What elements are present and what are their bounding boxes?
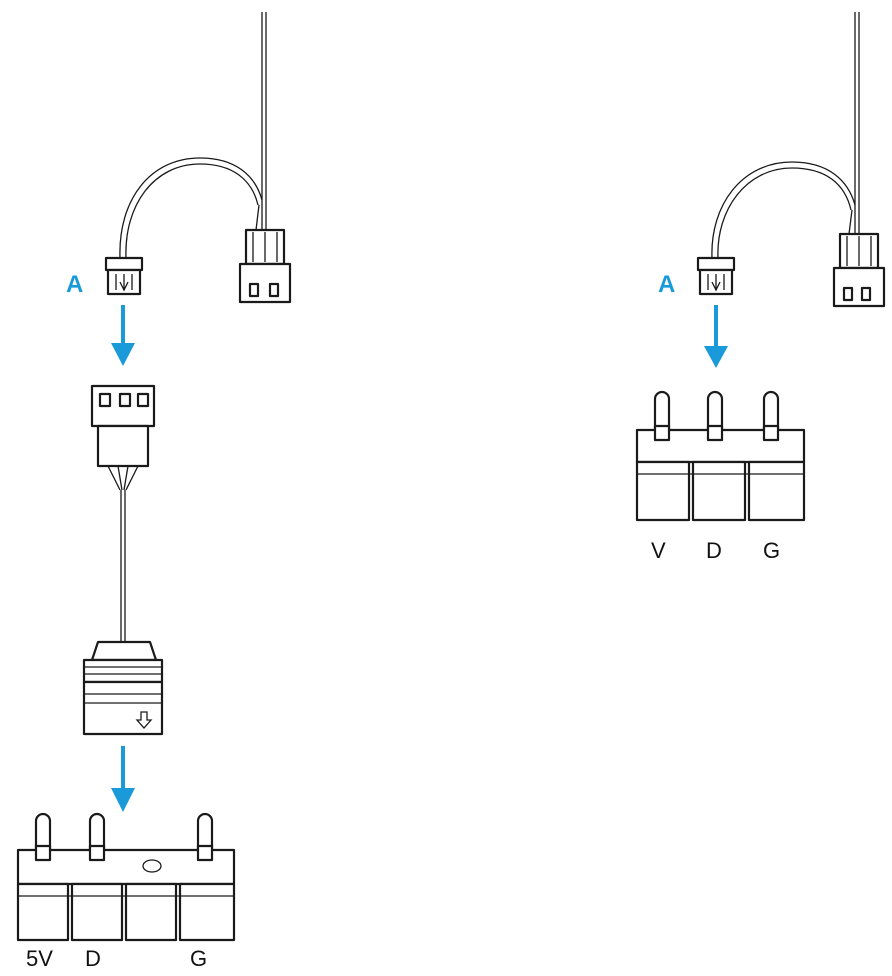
left-panel: A xyxy=(16,12,292,971)
left-header-block xyxy=(16,812,236,942)
left-split-cable xyxy=(119,157,267,259)
adapter-header-connector xyxy=(90,384,156,491)
right-main-cable xyxy=(854,12,860,205)
left-connector-a xyxy=(104,256,144,296)
left-pin-label-5v: 5V xyxy=(26,946,53,971)
right-pin-label-g: G xyxy=(763,538,780,563)
left-arrow-1 xyxy=(111,305,135,366)
left-pin-label-d: D xyxy=(85,946,101,971)
left-callout-a: A xyxy=(66,271,83,298)
left-pin-label-g: G xyxy=(190,946,207,971)
right-main-connector xyxy=(832,232,886,308)
down-arrow-icon xyxy=(135,711,153,729)
right-pin-label-v: V xyxy=(651,538,666,563)
right-connector-a xyxy=(696,256,736,296)
adapter-cable xyxy=(120,490,126,642)
right-arrow xyxy=(704,305,728,368)
left-main-cable xyxy=(261,12,267,200)
left-arrow-2 xyxy=(111,746,135,812)
right-split-cable xyxy=(711,161,860,259)
adapter-socket-connector xyxy=(82,640,164,736)
right-callout-a: A xyxy=(658,271,675,298)
left-main-connector xyxy=(238,228,292,304)
right-panel: A V D G xyxy=(635,12,886,563)
right-header-block xyxy=(635,390,806,522)
right-pin-label-d: D xyxy=(706,538,722,563)
